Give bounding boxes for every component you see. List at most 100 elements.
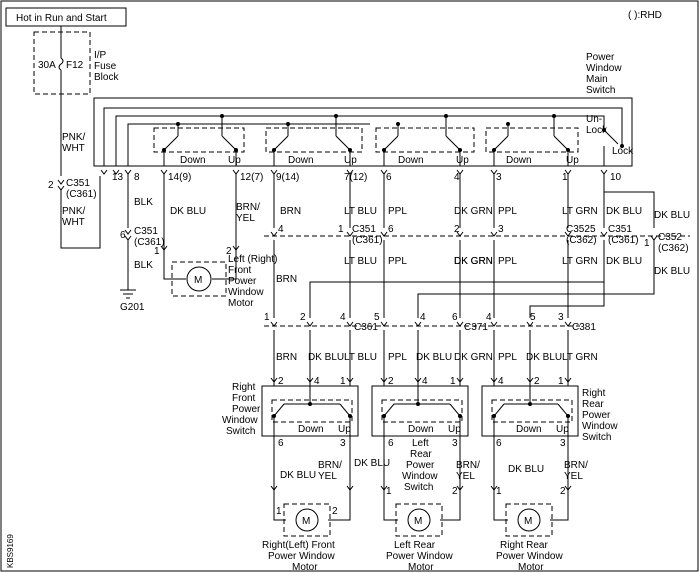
c351-ground-label: C351 bbox=[134, 226, 158, 237]
c351-left-pin: 2 bbox=[48, 180, 54, 191]
main-switch-group-3: Down Up bbox=[375, 114, 475, 166]
main-pin-12-7: 12(7) bbox=[240, 172, 263, 183]
c351-ground-pin: 6 bbox=[120, 230, 126, 241]
fuse-id: F12 bbox=[66, 60, 84, 71]
lr-motor-label-2: Power Window bbox=[386, 551, 453, 562]
main-pin-9-14: 9(14) bbox=[276, 172, 299, 183]
main-pin-6: 6 bbox=[386, 172, 392, 183]
rr-switch-label-4: Window bbox=[582, 421, 618, 432]
group1-up-label: Up bbox=[228, 155, 241, 166]
mid-wire-lt-blu: LT BLU bbox=[344, 256, 377, 267]
upper-c361b-label: (C361) bbox=[608, 235, 639, 246]
mid-wire-ppl: PPL bbox=[388, 256, 407, 267]
upper-c352b-label: C352 bbox=[658, 232, 682, 243]
group2-up-label: Up bbox=[344, 155, 357, 166]
rr-wire-lt-grn: LT GRN bbox=[562, 352, 598, 363]
rr-switch-label-1: Right bbox=[582, 388, 606, 399]
upper-c362-label: (C362) bbox=[566, 235, 597, 246]
rr-motor-m: M bbox=[524, 516, 532, 527]
lf-motor-wire-a: DK BLU bbox=[170, 206, 206, 217]
main-pin-1: 1 bbox=[562, 172, 568, 183]
lf-motor-pin-1: 1 bbox=[154, 246, 160, 257]
main-pin-14-9: 14(9) bbox=[168, 172, 191, 183]
rf-switch-pin-4: 4 bbox=[314, 376, 320, 387]
lr-motor-m: M bbox=[414, 516, 422, 527]
lf-motor-leads bbox=[163, 254, 237, 280]
right-rear-switch: 4 2 1 Down Up 6 3 Right Rear Power Windo… bbox=[481, 376, 618, 449]
lf-motor-label-3: Power bbox=[228, 276, 257, 287]
rf-motor-wire-a: DK BLU bbox=[280, 470, 316, 481]
lock-switch: Un- Lock Lock bbox=[586, 114, 634, 166]
main-switch-group-4: Down Up bbox=[485, 114, 579, 166]
unlock-label-2: Lock bbox=[586, 125, 608, 136]
lr-switch-pin-1: 1 bbox=[450, 376, 456, 387]
lf-motor-symbol bbox=[186, 266, 212, 292]
c361-pin-2: 2 bbox=[300, 312, 306, 323]
rf-wire-dk-blu: DK BLU bbox=[308, 352, 344, 363]
main-switch-bus-inner bbox=[115, 115, 605, 166]
fuse-block-label-1: I/P bbox=[94, 50, 107, 61]
c351-left-label: C351 bbox=[66, 178, 90, 189]
rr-motor-label-2: Power Window bbox=[496, 551, 563, 562]
upper-wire-dk-blu: DK BLU bbox=[606, 206, 642, 217]
upper-pin-1: 1 bbox=[338, 224, 344, 235]
main-switch-label-4: Switch bbox=[586, 85, 615, 96]
upper-wire-dk-grn: DK GRN bbox=[454, 206, 493, 217]
rf-motor-wire-b-1: BRN/ bbox=[318, 460, 342, 471]
upper-wire-dk-blu-right: DK BLU bbox=[654, 210, 690, 221]
mid-wire-lt-grn: LT GRN bbox=[562, 256, 598, 267]
c371-pin-6: 6 bbox=[452, 312, 458, 323]
group1-down-label: Down bbox=[180, 155, 206, 166]
rf-wire-lt-blu: LT BLU bbox=[344, 352, 377, 363]
c361-left-label: (C361) bbox=[66, 189, 97, 200]
mid-wire-dk-blu-right: DK BLU bbox=[654, 266, 690, 277]
lr-switch-label-5: Switch bbox=[404, 482, 433, 493]
upper-pin-6: 6 bbox=[388, 224, 394, 235]
pnk-wht-wire bbox=[57, 112, 101, 249]
rf-motor-label-1: Right(Left) Front bbox=[262, 540, 335, 551]
rf-switch-pin-2: 2 bbox=[278, 376, 284, 387]
group4-up-label: Up bbox=[566, 155, 579, 166]
rr-motor-wire-a: DK BLU bbox=[508, 464, 544, 475]
pnk-wht-bottom-2: WHT bbox=[62, 217, 85, 228]
rf-motor-m: M bbox=[302, 516, 310, 527]
lf-motor-outline bbox=[171, 261, 227, 297]
lr-motor-wire-b-2: YEL bbox=[456, 471, 475, 482]
ground-g201: G201 bbox=[120, 302, 145, 313]
rf-motor-pin-2: 2 bbox=[332, 506, 338, 517]
pnk-wht-top-2: WHT bbox=[62, 143, 85, 154]
lr-switch-label-4: Window bbox=[402, 471, 438, 482]
rr-motor-label-1: Right Rear bbox=[500, 540, 548, 551]
upper-wire-lt-blu: LT BLU bbox=[344, 206, 377, 217]
power-label-box bbox=[5, 7, 127, 27]
rr-switch-pin-3: 1 bbox=[558, 376, 564, 387]
c371-label: C371 bbox=[464, 322, 488, 333]
fuse-rating: 30A bbox=[38, 60, 56, 71]
rr-motor-pin-1: 1 bbox=[496, 486, 502, 497]
main-pin-10: 10 bbox=[610, 172, 622, 183]
blk-wire-bottom: BLK bbox=[134, 260, 153, 271]
c371-pin-4: 4 bbox=[420, 312, 426, 323]
c361-pin-1: 1 bbox=[264, 312, 270, 323]
rf-motor-pin-1: 1 bbox=[276, 506, 282, 517]
lr-switch-pin-3: 3 bbox=[452, 438, 458, 449]
lock-label: Lock bbox=[612, 146, 634, 157]
main-switch-bus-outer bbox=[103, 107, 623, 166]
rf-switch-label-2: Front bbox=[232, 393, 256, 404]
rr-motor-pin-2: 2 bbox=[560, 486, 566, 497]
rf-switch-up: Up bbox=[338, 424, 351, 435]
rf-motor-label-3: Motor bbox=[292, 562, 318, 573]
rr-switch-pin-3b: 3 bbox=[560, 438, 566, 449]
fuse-block-label-3: Block bbox=[94, 72, 119, 83]
rr-motor-label-3: Motor bbox=[518, 562, 544, 573]
main-pin-8: 8 bbox=[134, 172, 140, 183]
upper-c352-label: C352 bbox=[566, 224, 590, 235]
lr-wire-dk-blu: DK BLU bbox=[416, 352, 452, 363]
rf-switch-pin-3: 3 bbox=[340, 438, 346, 449]
c381-pin-3: 3 bbox=[558, 312, 564, 323]
lr-switch-pin-2: 2 bbox=[388, 376, 394, 387]
upper-pin-3: 3 bbox=[498, 224, 504, 235]
rr-switch-label-5: Switch bbox=[582, 432, 611, 443]
motor-connector-marks bbox=[270, 485, 572, 491]
